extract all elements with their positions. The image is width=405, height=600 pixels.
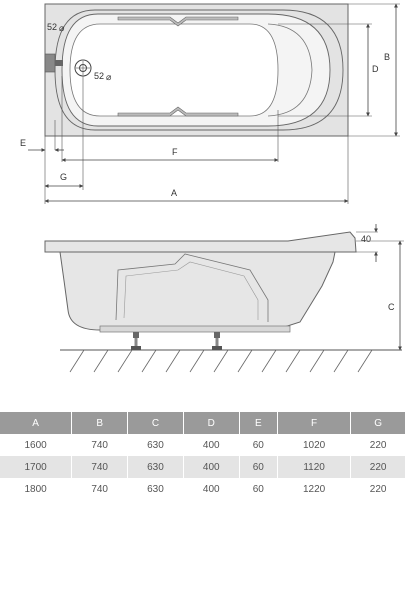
table-cell: 630 [127, 478, 184, 500]
table-header: A [0, 412, 73, 434]
support-leg-right [212, 332, 222, 350]
drain-label-right: 52 [94, 71, 104, 81]
table-header: C [127, 412, 184, 434]
table-cell: 630 [127, 456, 184, 478]
side-view: 40 C [44, 224, 404, 373]
table-row: 1600 740 630 400 60 1020 220 [0, 434, 405, 456]
table-cell: 220 [350, 434, 405, 456]
technical-drawing: 52 ⌀ 52 ⌀ E F G A D B [20, 3, 404, 373]
dim-label-f: F [172, 147, 178, 157]
table-cell: 630 [127, 434, 184, 456]
overflow-knob [55, 60, 63, 66]
table-cell: 740 [71, 434, 129, 456]
dimensions-table: A B C D E F G 1600 740 630 400 60 1020 2… [0, 412, 405, 500]
tub-rim [44, 231, 357, 253]
tub-shell-body [59, 251, 336, 331]
table-cell: 400 [183, 456, 240, 478]
dim-label-c: C [388, 302, 395, 312]
table-header: G [350, 412, 405, 434]
table-header: D [183, 412, 240, 434]
table-cell: 60 [239, 478, 278, 500]
drain-label-left: 52 [47, 22, 57, 32]
table-header-row: A B C D E F G [0, 412, 405, 434]
backrest-curve [267, 23, 313, 117]
table-cell: 60 [239, 456, 278, 478]
table-cell: 1700 [0, 456, 73, 478]
tub-basin-inner [69, 23, 279, 117]
backrest-contour-inner [123, 261, 259, 320]
overflow-fitting [44, 53, 56, 73]
table-cell: 1220 [277, 478, 352, 500]
tub-shell-outline [54, 9, 344, 131]
table-row: 1700 740 630 400 60 1120 220 [0, 456, 405, 478]
floor-hatching [69, 349, 373, 373]
table-cell: 740 [71, 456, 129, 478]
table-cell: 60 [239, 434, 278, 456]
armrest-grip-top [117, 16, 239, 27]
diameter-icon-left: ⌀ [59, 23, 65, 33]
table-cell: 1600 [0, 434, 73, 456]
table-cell: 1800 [0, 478, 73, 500]
dim-label-a: A [171, 188, 177, 198]
support-leg-left [131, 332, 141, 350]
backrest-contour [115, 253, 269, 322]
dim-label-rim: 40 [361, 234, 371, 244]
table-header: F [277, 412, 352, 434]
dim-label-b: B [384, 52, 390, 62]
top-view: 52 ⌀ 52 ⌀ E F G A D B [20, 3, 400, 204]
table-header: E [239, 412, 278, 434]
support-frame [99, 325, 291, 333]
dim-label-d: D [372, 64, 379, 74]
armrest-grip-bottom [117, 106, 239, 117]
table-cell: 220 [350, 478, 405, 500]
table-cell: 400 [183, 434, 240, 456]
table-cell: 1120 [277, 456, 352, 478]
dim-label-e: E [20, 138, 26, 148]
diameter-icon-right: ⌀ [106, 72, 112, 82]
table-header: B [71, 412, 129, 434]
dim-label-g: G [60, 172, 67, 182]
table-cell: 740 [71, 478, 129, 500]
table-row: 1800 740 630 400 60 1220 220 [0, 478, 405, 500]
table-cell: 220 [350, 456, 405, 478]
table-cell: 1020 [277, 434, 352, 456]
table-cell: 400 [183, 478, 240, 500]
